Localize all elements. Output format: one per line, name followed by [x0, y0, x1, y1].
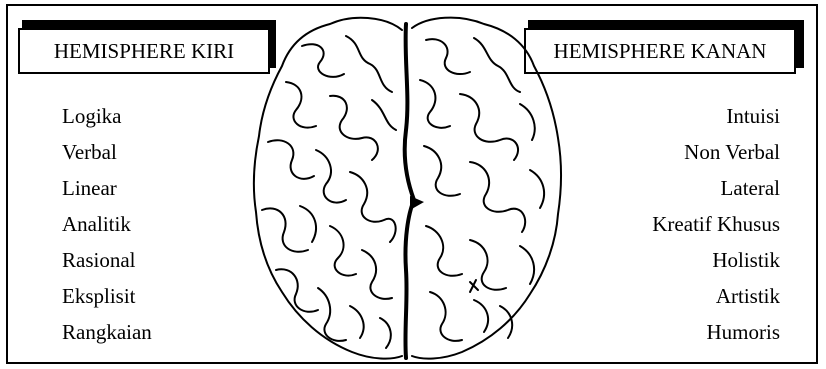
longitudinal-fissure — [405, 24, 414, 358]
left-hemisphere-outline — [254, 18, 402, 359]
right-hemisphere-outline — [412, 18, 561, 359]
fissure-notch — [410, 196, 424, 210]
